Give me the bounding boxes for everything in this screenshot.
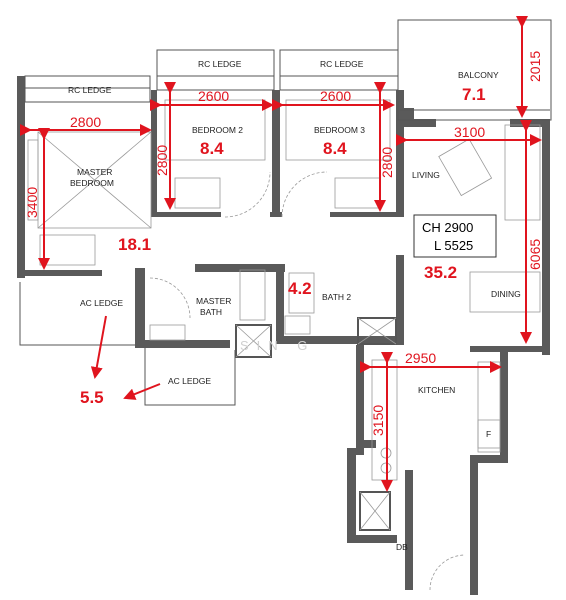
ceiling-height-box: CH 2900 L 5525 <box>413 214 497 258</box>
label-ac-ledge-left: AC LEDGE <box>80 298 123 308</box>
area-bedroom-3: 8.4 <box>323 139 347 158</box>
label-rc-ledge-bed3: RC LEDGE <box>320 59 364 69</box>
label-fridge: F <box>486 429 491 439</box>
dim-bed2-width: 2600 <box>198 88 229 104</box>
area-balcony: 7.1 <box>462 85 486 104</box>
dim-bed3-width: 2600 <box>320 88 351 104</box>
label-db: DB <box>396 542 408 552</box>
dim-balcony-depth: 2015 <box>527 51 543 82</box>
label-rc-ledge-master: RC LEDGE <box>68 85 112 95</box>
area-living-dining: 35.2 <box>424 263 457 282</box>
area-ac-ledge: 5.5 <box>80 388 104 407</box>
area-master: 18.1 <box>118 235 151 254</box>
watermark: SIN G <box>240 338 315 353</box>
area-bath-2: 4.2 <box>288 279 312 298</box>
label-bedroom-3: BEDROOM 3 <box>314 125 365 135</box>
ceiling-height: CH 2900 <box>422 220 473 235</box>
label-rc-ledge-bed2: RC LEDGE <box>198 59 242 69</box>
dim-living-depth: 6065 <box>527 239 543 270</box>
ceiling-length: L 5525 <box>434 238 473 253</box>
label-kitchen: KITCHEN <box>418 385 455 395</box>
dim-bed3-depth: 2800 <box>379 147 395 178</box>
label-master-bedroom-2: BEDROOM <box>70 178 114 188</box>
dim-kitchen-width: 2950 <box>405 350 436 366</box>
label-master-bath-2: BATH <box>200 307 222 317</box>
label-dining: DINING <box>491 289 521 299</box>
label-bedroom-2: BEDROOM 2 <box>192 125 243 135</box>
dim-living-width: 3100 <box>454 124 485 140</box>
label-ac-ledge-bottom: AC LEDGE <box>168 376 211 386</box>
label-master-bath-1: MASTER <box>196 296 231 306</box>
dimension-labels: 2800 3400 2600 2800 2600 2800 2015 3100 … <box>24 51 543 436</box>
area-labels: 7.1 8.4 8.4 18.1 4.2 35.2 5.5 <box>80 85 486 407</box>
label-living: LIVING <box>412 170 440 180</box>
dimension-lines <box>20 16 542 492</box>
walls <box>17 76 550 595</box>
fridge-outline <box>477 419 501 449</box>
label-bath-2: BATH 2 <box>322 292 351 302</box>
label-master-bedroom-1: MASTER <box>77 167 112 177</box>
room-labels: RC LEDGE RC LEDGE RC LEDGE BALCONY MASTE… <box>68 59 521 552</box>
dim-kitchen-depth: 3150 <box>370 405 386 436</box>
dim-master-depth: 3400 <box>24 187 40 218</box>
label-balcony: BALCONY <box>458 70 499 80</box>
dim-bed2-depth: 2800 <box>154 145 170 176</box>
area-bedroom-2: 8.4 <box>200 139 224 158</box>
dim-master-width: 2800 <box>70 114 101 130</box>
